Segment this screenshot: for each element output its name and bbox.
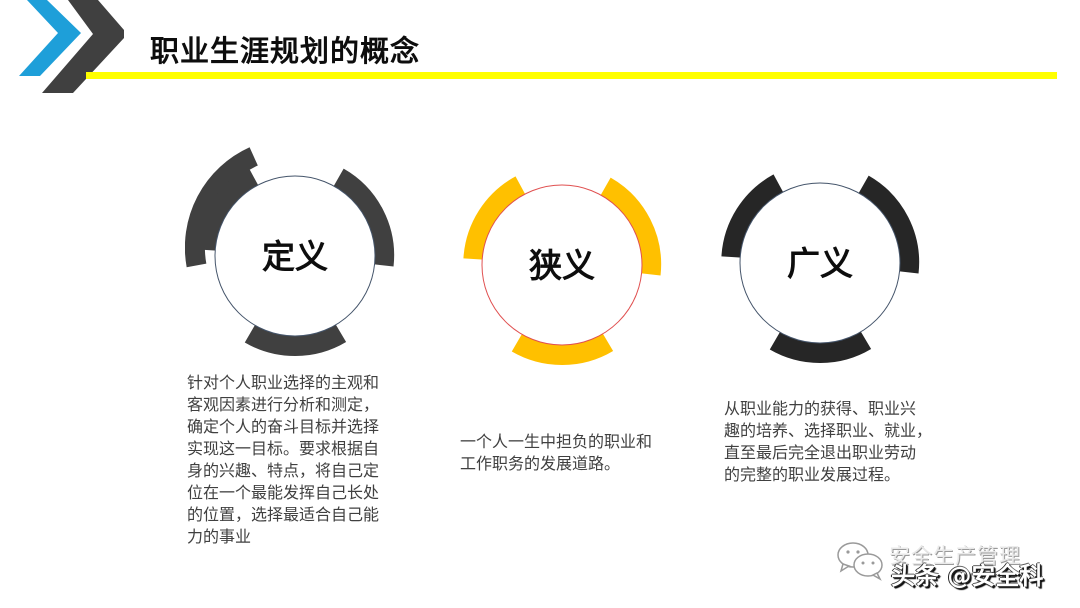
concept-description-broad: 从职业能力的获得、职业兴 趣的培养、选择职业、就业， 直至最后完全退出职业劳动 …	[724, 399, 933, 484]
double-chevron-right-icon	[0, 0, 140, 95]
concept-description-narrow: 一个人一生中担负的职业和 工作职务的发展道路。	[460, 432, 653, 473]
watermark: 安全生产管理 头条 @安全科	[835, 538, 1080, 598]
concept-ring-broad: 广义	[710, 153, 930, 373]
concept-label: 定义	[262, 237, 328, 276]
concept-description-definition: 针对个人职业选择的主观和 客观因素进行分析和测定， 确定个人的奋斗目标并选择 实…	[187, 373, 380, 546]
concept-ring-definition: 定义	[185, 146, 405, 366]
segmented-ring-icon	[185, 147, 395, 357]
wechat-icon	[837, 542, 883, 581]
watermark-author: 头条 @安全科	[891, 562, 1044, 590]
page-title: 职业生涯规划的概念	[150, 34, 421, 68]
watermark-source: 安全生产管理	[889, 544, 1021, 568]
concept-ring-narrow: 狭义	[452, 155, 672, 375]
segmented-ring-icon	[463, 176, 662, 366]
concept-label: 广义	[787, 244, 853, 283]
concept-label: 狭义	[529, 246, 595, 285]
segmented-ring-icon	[721, 174, 920, 364]
title-underline	[86, 72, 1057, 79]
